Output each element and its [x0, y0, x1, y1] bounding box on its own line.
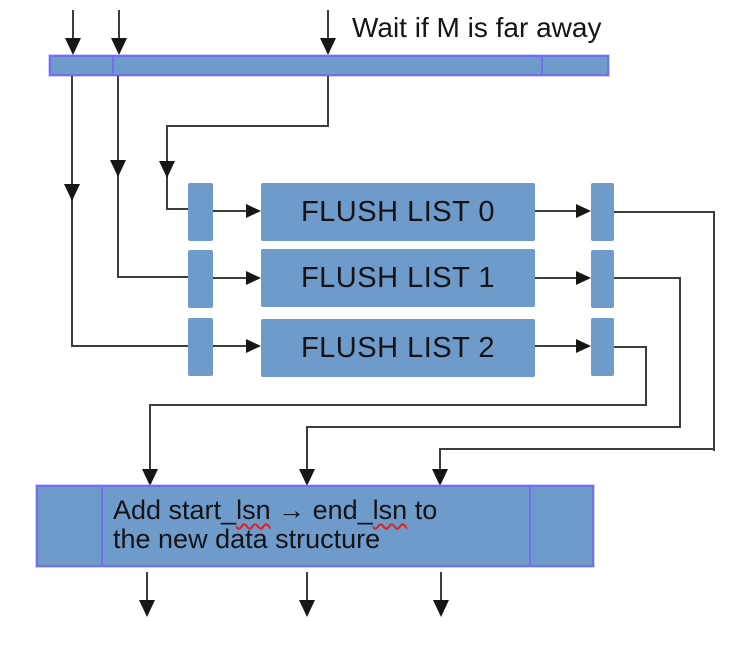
connector-list0-drop-vertical	[439, 448, 441, 469]
connector-list2-exit-horizontal	[614, 346, 647, 348]
list1-in-arrow-shaft	[213, 277, 247, 279]
connector-bar-to-list0-arrowhead-icon	[159, 161, 175, 178]
list2-in-arrowhead-icon	[246, 339, 261, 353]
connector-bar-to-list1-horizontal	[117, 276, 188, 278]
connector-bar-to-list0-horizontal	[166, 208, 190, 210]
list2-right-slot	[591, 318, 614, 376]
flush-list-0-box: FLUSH LIST 0	[261, 183, 535, 241]
bottom-box-text-line1: Add start_lsn → end_lsn to	[113, 495, 438, 525]
list1-right-slot	[591, 250, 614, 308]
connector-list1-exit-horizontal	[614, 277, 681, 279]
connector-bar-to-list0-across	[166, 125, 329, 127]
list0-out-arrow-shaft	[535, 210, 576, 212]
top-bar-divider-1	[112, 57, 114, 74]
connector-list1-return-horizontal	[306, 426, 681, 428]
connector-list1-drop-vertical	[306, 426, 308, 469]
bottom-box: Add start_lsn → end_lsn to the new data …	[36, 485, 594, 567]
connector-list1-arrowhead-icon	[299, 469, 315, 486]
bottom-arrow-1-arrowhead-icon	[139, 600, 155, 617]
list0-in-arrow-shaft	[213, 210, 247, 212]
connector-list0-exit-horizontal	[614, 211, 715, 213]
flush-list-1-box: FLUSH LIST 1	[261, 249, 535, 307]
bottom-arrow-3-shaft	[440, 572, 442, 600]
list2-out-arrow-shaft	[535, 345, 576, 347]
connector-bar-to-list0-drop	[327, 76, 329, 127]
connector-list2-drop-vertical	[149, 404, 151, 469]
list0-left-slot	[188, 183, 213, 241]
top-arrow-2-arrowhead-icon	[111, 38, 127, 55]
misspelled-word: lsn	[372, 495, 408, 525]
connector-bar-to-list1-vertical	[117, 76, 119, 278]
top-arrow-3-shaft	[327, 10, 329, 39]
top-arrow-2-shaft	[118, 10, 120, 39]
connector-list2-arrowhead-icon	[142, 469, 158, 486]
bottom-box-divider-2	[529, 487, 531, 565]
list0-right-slot	[591, 183, 614, 241]
bottom-arrow-1-shaft	[146, 572, 148, 600]
list2-in-arrow-shaft	[213, 345, 247, 347]
misspelled-word: lsn	[236, 495, 271, 525]
list0-out-arrowhead-icon	[576, 204, 591, 218]
connector-list1-exit-vertical	[679, 277, 681, 428]
bottom-arrow-2-shaft	[306, 572, 308, 600]
top-arrow-3-arrowhead-icon	[320, 38, 336, 55]
connector-list0-return-horizontal	[440, 448, 715, 450]
list0-in-arrowhead-icon	[246, 204, 261, 218]
bottom-arrow-3-arrowhead-icon	[433, 600, 449, 617]
top-bar	[49, 55, 609, 76]
connector-list2-return-horizontal	[149, 404, 647, 406]
connector-list0-exit-vertical	[713, 211, 715, 451]
bottom-arrow-2-arrowhead-icon	[299, 600, 315, 617]
list1-out-arrowhead-icon	[576, 271, 591, 285]
connector-bar-to-list1-arrowhead-icon	[110, 160, 126, 177]
list1-left-slot	[188, 250, 213, 308]
top-arrow-1-shaft	[72, 10, 74, 39]
flush-list-1-label: FLUSH LIST 1	[300, 261, 496, 294]
bottom-box-text: Add start_lsn → end_lsn to the new data …	[113, 496, 437, 554]
top-bar-label: Wait if M is far away	[352, 12, 602, 43]
top-arrow-1-arrowhead-icon	[65, 38, 81, 55]
connector-bar-to-list2-arrowhead-icon	[64, 184, 80, 201]
top-bar-divider-2	[541, 57, 543, 74]
flush-list-2-box: FLUSH LIST 2	[261, 319, 535, 377]
flush-list-0-label: FLUSH LIST 0	[300, 195, 496, 228]
list2-out-arrowhead-icon	[576, 339, 591, 353]
connector-list0-arrowhead-icon	[432, 469, 448, 486]
connector-bar-to-list2-vertical	[71, 76, 73, 347]
flush-list-2-label: FLUSH LIST 2	[300, 331, 496, 364]
list1-out-arrow-shaft	[535, 277, 576, 279]
list1-in-arrowhead-icon	[246, 271, 261, 285]
bottom-box-divider-1	[101, 487, 103, 565]
bottom-box-text-line2: the new data structure	[113, 524, 381, 554]
list2-left-slot	[188, 318, 213, 376]
connector-bar-to-list2-horizontal	[71, 345, 188, 347]
connector-list2-exit-vertical	[645, 346, 647, 406]
